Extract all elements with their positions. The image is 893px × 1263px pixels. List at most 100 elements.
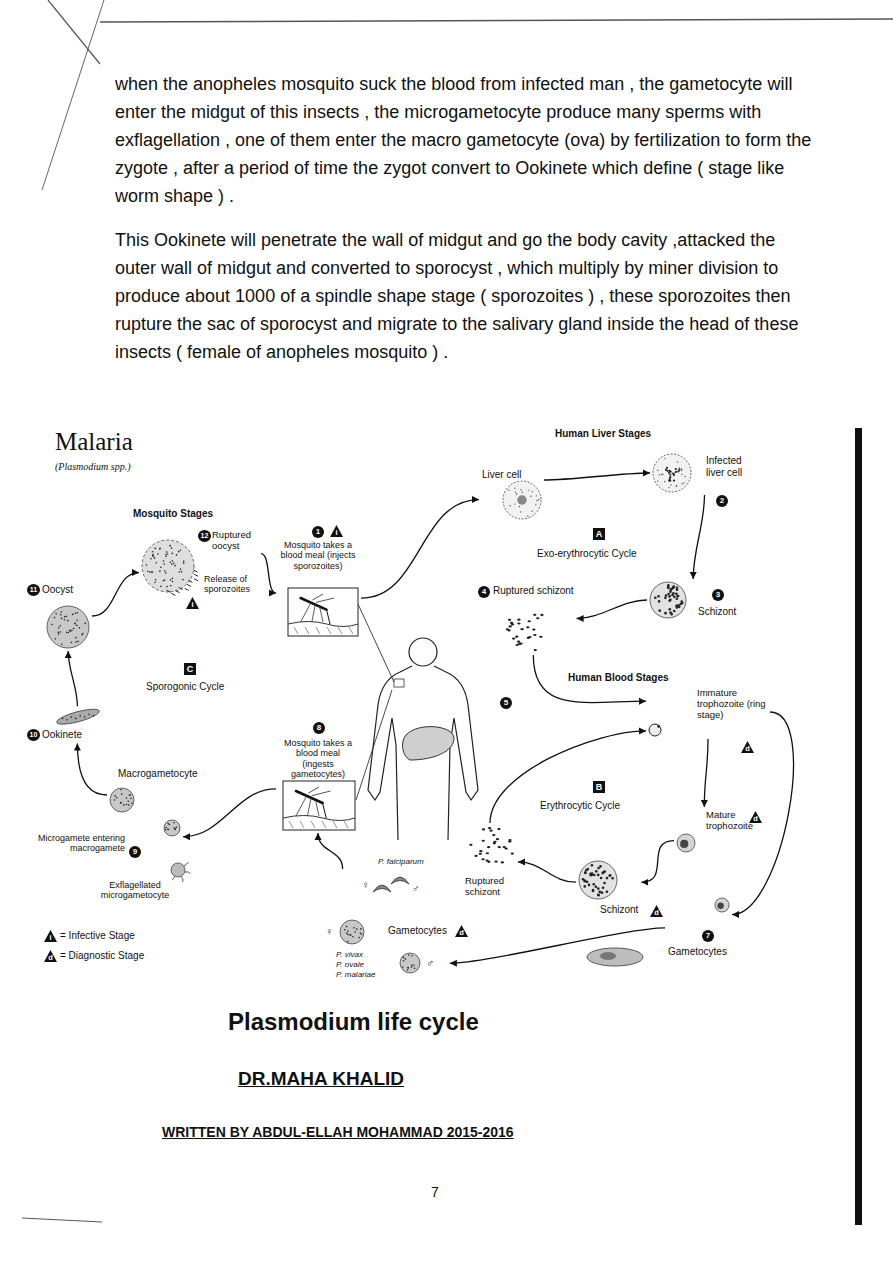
skin-hatch xyxy=(322,821,326,828)
texture-dot xyxy=(530,495,531,496)
texture-dot xyxy=(681,470,682,471)
parasite-dot xyxy=(669,476,671,478)
texture-dot xyxy=(352,936,354,938)
diagram-label: P. falciparum xyxy=(378,857,424,866)
merozoite xyxy=(496,838,499,840)
merozoite xyxy=(675,592,678,595)
texture-dot xyxy=(178,551,180,553)
texture-dot xyxy=(130,798,132,800)
stage-node: Macrogametocyte xyxy=(107,765,200,815)
texture-dot xyxy=(677,462,678,463)
merozoite xyxy=(528,620,531,622)
texture-dot xyxy=(84,623,86,625)
texture-dot xyxy=(664,481,665,482)
texture-dot xyxy=(165,554,167,556)
texture-dot xyxy=(157,553,159,555)
trophozoite xyxy=(715,898,729,912)
merozoite xyxy=(593,874,596,877)
texture-dot xyxy=(93,715,95,717)
texture-dot xyxy=(173,562,175,564)
callout-number: 5 xyxy=(500,697,512,709)
skin-hatch xyxy=(300,821,304,828)
scan-illustration-part xyxy=(100,19,893,22)
flagellum xyxy=(184,863,189,866)
texture-dot xyxy=(55,613,57,615)
texture-dot xyxy=(114,795,116,797)
texture-dot xyxy=(172,578,174,580)
merozoite xyxy=(611,877,614,880)
parasite-dot xyxy=(673,480,675,482)
texture-dot xyxy=(75,718,77,720)
texture-dot xyxy=(514,503,515,504)
texture-dot xyxy=(173,822,175,824)
texture-dot xyxy=(684,476,685,477)
stage-node: Gametocytes xyxy=(665,895,732,961)
merozoite xyxy=(493,842,496,844)
texture-dot xyxy=(361,933,363,935)
texture-dot xyxy=(84,716,86,718)
texture-dot xyxy=(354,931,356,933)
scan-illustration-part xyxy=(587,948,643,966)
diagram-label: ♂ xyxy=(412,883,420,895)
merozoite xyxy=(601,891,604,894)
texture-dot xyxy=(659,474,660,475)
cycle-arrow xyxy=(318,833,343,869)
texture-dot xyxy=(51,624,53,626)
texture-dot xyxy=(407,967,409,969)
texture-dot xyxy=(508,489,509,490)
merozoite xyxy=(598,891,601,894)
merozoite xyxy=(672,586,675,589)
texture-dot xyxy=(160,586,162,588)
mosquito-leg xyxy=(296,796,307,816)
merozoite xyxy=(602,886,605,889)
stage-node: Oocyst xyxy=(39,581,92,651)
merozoite xyxy=(584,880,587,883)
mosquito-leg xyxy=(315,800,319,816)
texture-dot xyxy=(150,558,152,560)
merozoite xyxy=(592,889,595,892)
schizont xyxy=(650,582,686,618)
texture-dot xyxy=(171,563,173,565)
texture-dot xyxy=(170,561,172,563)
scan-illustration-part xyxy=(600,952,616,960)
sporozoite xyxy=(185,588,189,590)
merozoite xyxy=(536,617,539,619)
texture-dot xyxy=(166,586,168,588)
stage-label: Schizont xyxy=(698,606,736,618)
texture-dot xyxy=(169,545,171,547)
texture-dot xyxy=(57,632,59,634)
stage-node: Ookinete xyxy=(39,706,103,743)
texture-dot xyxy=(66,719,68,721)
texture-dot xyxy=(413,964,415,966)
texture-dot xyxy=(152,554,154,556)
cycle-arrow xyxy=(77,744,107,796)
scan-illustration-part xyxy=(409,638,437,666)
texture-dot xyxy=(163,563,165,565)
texture-dot xyxy=(407,969,409,971)
texture-dot xyxy=(170,545,172,547)
diagram-label: P. ovale xyxy=(336,960,364,969)
merozoite xyxy=(509,625,512,627)
cycle-letter-box: C xyxy=(184,663,196,675)
texture-dot xyxy=(154,548,156,550)
texture-dot xyxy=(167,823,169,825)
merozoite xyxy=(503,846,506,848)
merozoite xyxy=(589,872,592,875)
diagram-label: (Plasmodium spp.) xyxy=(55,461,131,473)
texture-dot xyxy=(661,474,662,475)
merozoite xyxy=(479,853,482,855)
stage-label: Gametocytes xyxy=(388,925,447,937)
sporozoite xyxy=(187,584,191,586)
texture-dot xyxy=(657,470,658,471)
texture-dot xyxy=(411,966,413,968)
parasite-dot xyxy=(678,469,680,471)
stage-label: Ruptured schizont xyxy=(493,585,574,597)
texture-dot xyxy=(120,789,122,791)
stage-triangle: i xyxy=(186,597,199,609)
texture-dot xyxy=(350,934,352,936)
stage-node: Microgamete entering macrogamete xyxy=(27,817,183,857)
stage-node: Schizont xyxy=(576,858,641,919)
mosquito-proboscis xyxy=(323,803,327,818)
texture-dot xyxy=(61,618,63,620)
